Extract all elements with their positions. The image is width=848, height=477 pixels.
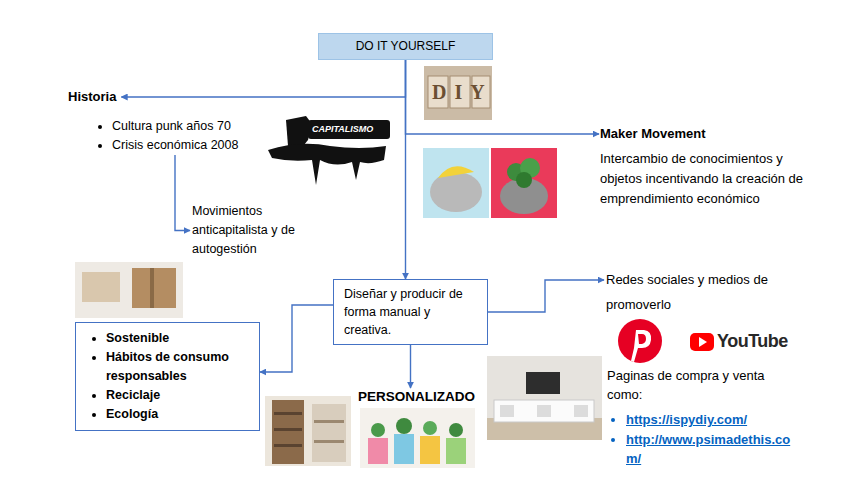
bullet-item: Sostenible: [106, 329, 253, 348]
process-box: Diseñar y producir de forma manual y cre…: [333, 279, 488, 345]
capitalism-image: [268, 116, 390, 185]
node-text: Diseñar y producir de forma manual y cre…: [344, 285, 477, 339]
node-text: Movimientos anticapitalista y de autoges…: [192, 202, 322, 259]
image-letters: DIY: [432, 80, 494, 104]
bullet-list: Cultura punk años 70Crisis económica 200…: [68, 117, 263, 155]
node-heading: PERSONALIZADO: [358, 388, 475, 406]
connector-arrow: [410, 345, 411, 388]
bullet-item: Hábitos de consumo responsables: [106, 348, 253, 386]
shops-note: Paginas de compra y venta como:: [607, 366, 797, 404]
brand-name: YouTube: [717, 330, 797, 352]
connector-arrow: [121, 60, 405, 97]
connector-arrow: [260, 305, 333, 372]
connector-arrow: [406, 60, 600, 134]
bullet-item: Reciclaje: [106, 386, 253, 405]
shop-link: http://www.psimadethis.com/: [626, 430, 804, 468]
node-text: Intercambio de conocimientos y objetos i…: [600, 149, 812, 209]
title-box: DO IT YOURSELF: [318, 33, 493, 60]
node-heading: Historia: [68, 88, 116, 106]
pinterest-logo: [618, 319, 662, 363]
bullet-list: SostenibleHábitos de consumo responsable…: [76, 329, 253, 424]
maker-photos: [423, 148, 557, 218]
social-note: Redes sociales y medios de promoverlo: [606, 267, 821, 317]
painted-cans-photo: [360, 408, 475, 468]
bullet-item: Crisis económica 2008: [112, 136, 263, 155]
bullet-item: Cultura punk años 70: [112, 117, 263, 136]
node-text: Redes sociales y medios de promoverlo: [606, 267, 821, 317]
history-group: HistoriaCultura punk años 70Crisis econó…: [68, 88, 263, 155]
connector-arrow: [488, 280, 604, 312]
connector-arrow: [405, 60, 406, 279]
bullet-item: Ecología: [106, 405, 253, 424]
shop-link: https://ispydiy.com/: [626, 410, 816, 429]
values-box: SostenibleHábitos de consumo responsable…: [75, 322, 260, 431]
image-caption: CAPITALISMO: [312, 122, 388, 136]
maker-group: Maker MovementIntercambio de conocimient…: [600, 125, 812, 209]
block-furniture-photo: [487, 356, 602, 440]
connector-arrow: [175, 155, 190, 231]
movement-note: Movimientos anticapitalista y de autoges…: [192, 202, 322, 259]
personalized-label: PERSONALIZADO: [358, 388, 480, 407]
packaging-photo: [75, 262, 183, 318]
node-text: DO IT YOURSELF: [356, 37, 456, 56]
pallet-shelf-photo: [265, 396, 351, 466]
node-heading: Maker Movement: [600, 125, 705, 143]
youtube-icon: [690, 333, 714, 351]
